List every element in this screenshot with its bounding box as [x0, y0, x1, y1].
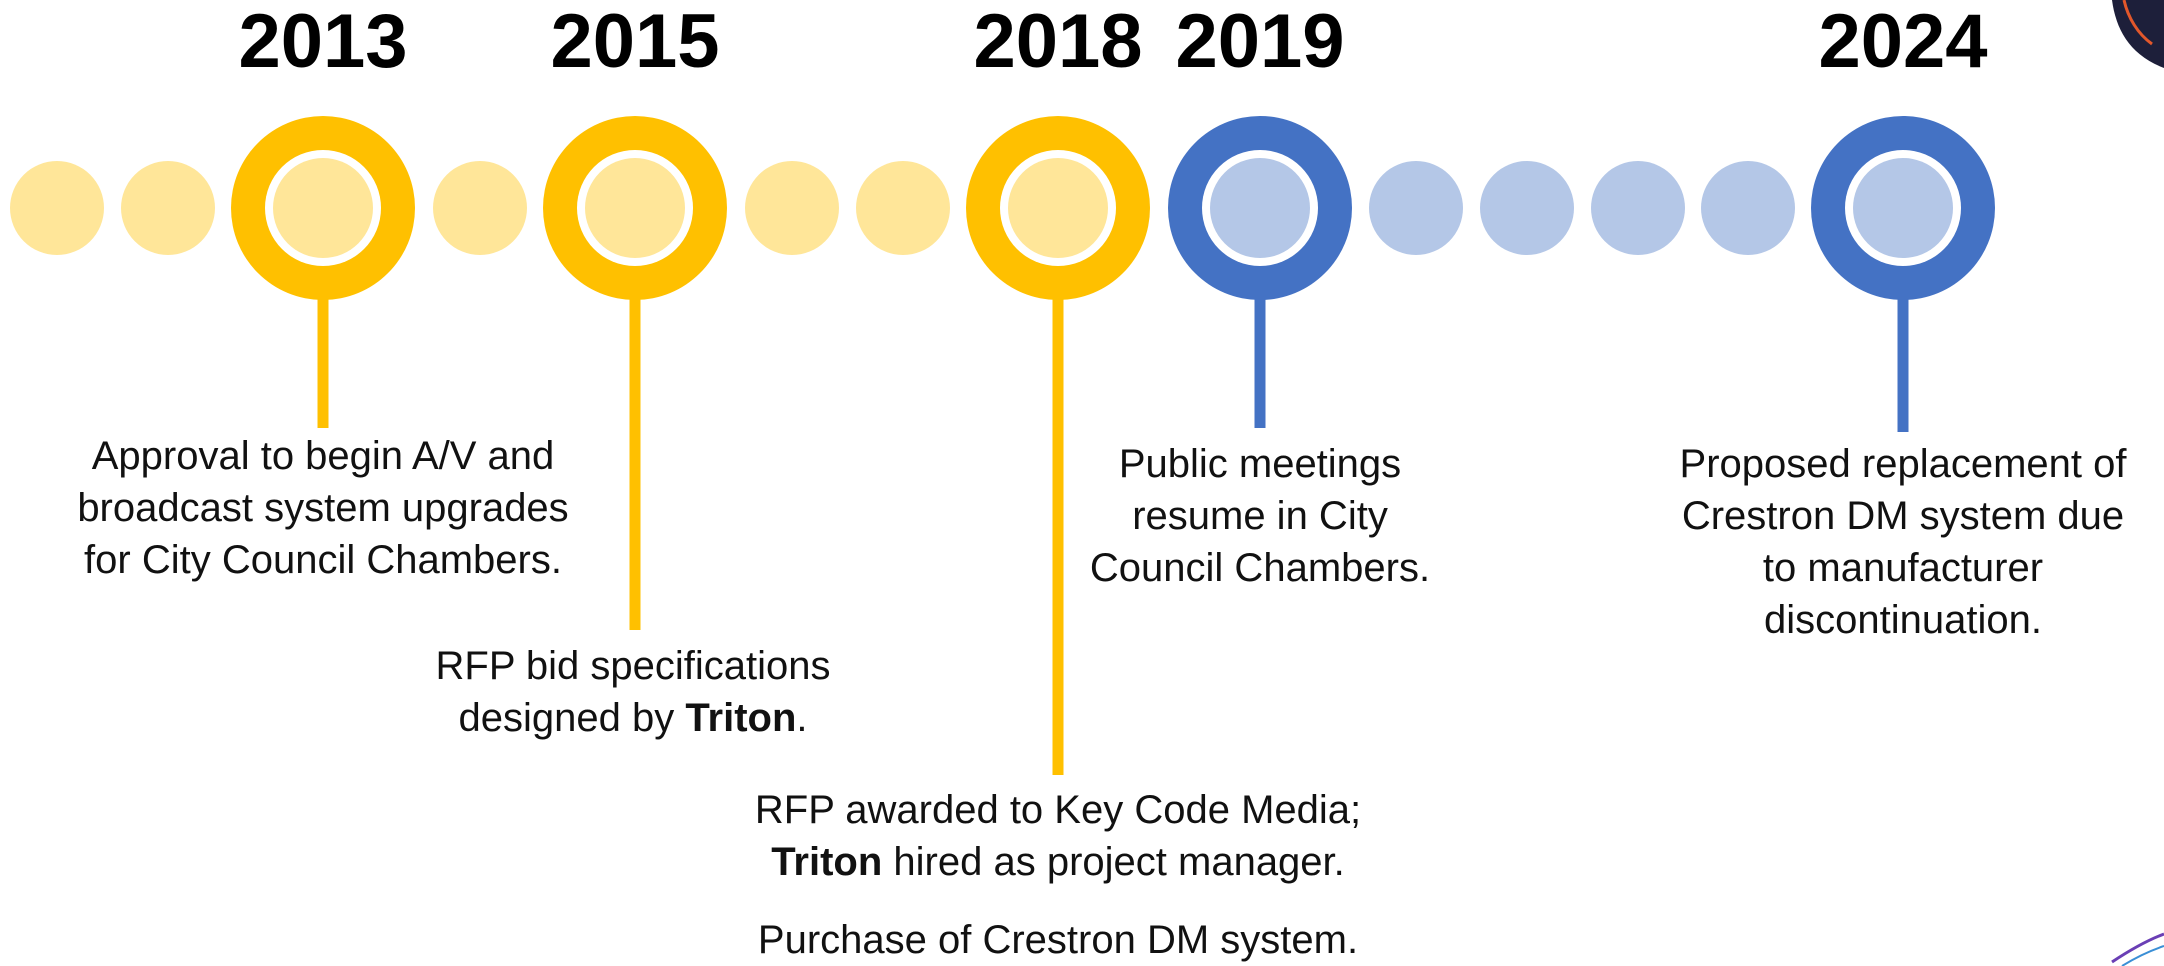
timeline-dot [121, 161, 215, 255]
year-label-2019: 2019 [1175, 0, 1345, 84]
event-text: designed by [458, 696, 686, 740]
timeline-dot [856, 161, 950, 255]
timeline-dot [1591, 161, 1685, 255]
corner-swoosh-fragment [2111, 932, 2164, 964]
year-label-2015: 2015 [550, 0, 720, 84]
year-label-2018: 2018 [973, 0, 1143, 84]
event-line: Approval to begin A/V and [91, 434, 555, 478]
event-text-bold: Triton [771, 840, 883, 884]
event-description-2018: RFP awarded to Key Code Media; Triton hi… [678, 784, 1438, 888]
event-line: designed by Triton. [333, 692, 933, 744]
event-line: broadcast system upgrades [77, 486, 569, 530]
event-line: Purchase of Crestron DM system. [757, 918, 1359, 962]
corner-swoosh-accent [2121, 945, 2164, 966]
event-description-2018-purchase: Purchase of Crestron DM system. [678, 914, 1438, 966]
event-line: for City Council Chambers. [84, 538, 562, 582]
milestone-core [1008, 158, 1108, 258]
event-line: resume in City [1132, 494, 1388, 538]
event-line: Proposed replacement of [1679, 442, 2127, 486]
timeline-dot [745, 161, 839, 255]
event-text-bold: Triton [685, 696, 797, 740]
milestone-core [1210, 158, 1310, 258]
milestone-core [585, 158, 685, 258]
milestone-core [1853, 158, 1953, 258]
event-line: RFP awarded to Key Code Media; [754, 788, 1362, 832]
event-description-2013: Approval to begin A/V and broadcast syst… [23, 430, 623, 586]
event-line: Triton hired as project manager. [678, 836, 1438, 888]
event-line: Council Chambers. [1089, 546, 1431, 590]
timeline-dot [433, 161, 527, 255]
event-line: discontinuation. [1764, 598, 2042, 642]
event-description-2015: RFP bid specifications designed by Trito… [333, 640, 933, 744]
event-description-2024: Proposed replacement of Crestron DM syst… [1653, 438, 2153, 646]
event-line: RFP bid specifications [435, 644, 831, 688]
event-line: to manufacturer [1762, 546, 2044, 590]
event-line: Crestron DM system due [1681, 494, 2125, 538]
event-text: . [796, 696, 808, 740]
year-label-2024: 2024 [1818, 0, 1988, 84]
event-text: hired as project manager. [882, 840, 1345, 884]
corner-artwork-fragment [2112, 0, 2164, 68]
event-line: Public meetings [1118, 442, 1402, 486]
timeline-dot [1480, 161, 1574, 255]
year-label-2013: 2013 [238, 0, 408, 84]
corner-artwork-accent [2122, 0, 2153, 46]
timeline-dot [1369, 161, 1463, 255]
event-description-2019: Public meetings resume in City Council C… [1030, 438, 1490, 594]
timeline-dot [10, 161, 104, 255]
milestone-core [273, 158, 373, 258]
timeline-dot [1701, 161, 1795, 255]
